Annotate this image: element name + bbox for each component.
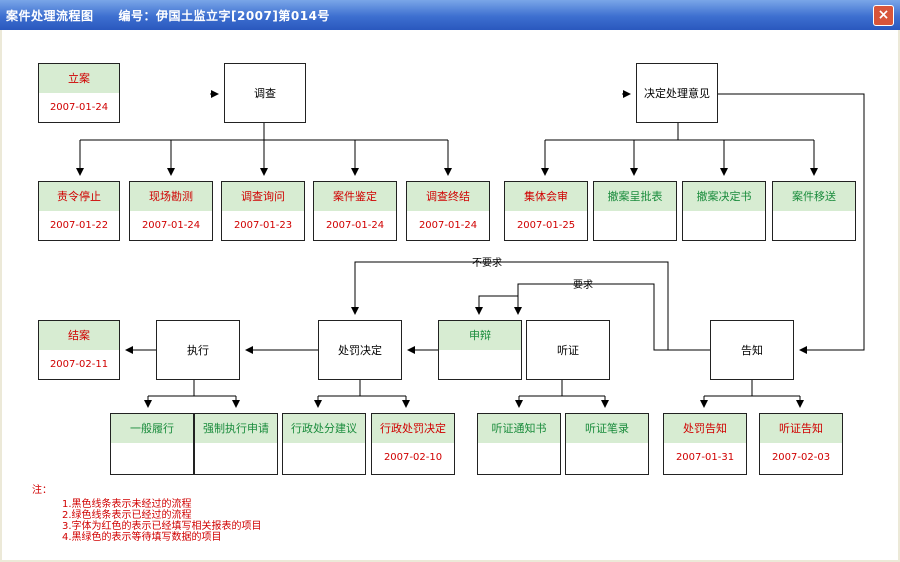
node-jiean[interactable]: 结案 2007-02-11 xyxy=(38,320,120,380)
node-tingzhenggaozhi[interactable]: 听证告知 2007-02-03 xyxy=(759,413,843,475)
window-title: 案件处理流程图 编号：伊国土监立字[2007]第014号 xyxy=(6,9,330,23)
node-juedingyijian[interactable]: 决定处理意见 xyxy=(636,63,718,123)
node-chufagaozhi-label: 处罚告知 xyxy=(664,414,746,443)
node-gaozhi-label: 告知 xyxy=(741,344,763,357)
node-tingzhengtongzhi-label: 听证通知书 xyxy=(478,414,560,443)
node-gaozhi[interactable]: 告知 xyxy=(710,320,794,380)
note-item: 4.黑绿色的表示等待填写数据的项目 xyxy=(62,532,222,543)
node-diaocha[interactable]: 调查 xyxy=(224,63,306,123)
node-xingzhengchufa[interactable]: 行政处罚决定 2007-02-10 xyxy=(371,413,455,475)
node-tingzheng[interactable]: 听证 xyxy=(526,320,610,380)
node-xianchang[interactable]: 现场勘测 2007-01-24 xyxy=(129,181,213,241)
node-chengpi[interactable]: 撤案呈批表 xyxy=(593,181,677,241)
node-tingzheng-label: 听证 xyxy=(557,344,579,357)
node-xingzhengjianyi[interactable]: 行政处分建议 xyxy=(282,413,366,475)
node-zhongjie[interactable]: 调查终结 2007-01-24 xyxy=(406,181,490,241)
close-button[interactable]: × xyxy=(873,5,894,26)
node-tingzhenggaozhi-date: 2007-02-03 xyxy=(771,452,831,463)
node-zhongjie-label: 调查终结 xyxy=(407,182,489,211)
node-xianchang-label: 现场勘测 xyxy=(130,182,212,211)
node-xunwen-date: 2007-01-23 xyxy=(233,220,293,231)
node-qiangzhi[interactable]: 强制执行申请 xyxy=(194,413,278,475)
node-chufagaozhi-date: 2007-01-31 xyxy=(675,452,735,463)
node-juedingyijian-label: 决定处理意见 xyxy=(644,87,710,100)
node-chufa[interactable]: 处罚决定 xyxy=(318,320,402,380)
note-item: 3.字体为红色的表示已经填写相关报表的项目 xyxy=(62,521,262,532)
edge-label-no-request: 不要求 xyxy=(472,258,502,269)
note-item: 2.绿色线条表示已经过的流程 xyxy=(62,510,192,521)
node-chean[interactable]: 撤案决定书 xyxy=(682,181,766,241)
node-tingzhengbilu-label: 听证笔录 xyxy=(566,414,648,443)
notes-title: 注： xyxy=(32,485,52,496)
flowchart-canvas: 立案 2007-01-24 调查 决定处理意见 责令停止 2007-01-22 … xyxy=(2,30,898,560)
node-qiangzhi-label: 强制执行申请 xyxy=(195,414,277,443)
node-xunwen[interactable]: 调查询问 2007-01-23 xyxy=(221,181,305,241)
title-bar: 案件处理流程图 编号：伊国土监立字[2007]第014号 × xyxy=(0,0,900,30)
node-shenbian[interactable]: 申辩 xyxy=(438,320,522,380)
node-xingzhengchufa-label: 行政处罚决定 xyxy=(372,414,454,443)
node-zeling-date: 2007-01-22 xyxy=(49,220,109,231)
node-yisong[interactable]: 案件移送 xyxy=(772,181,856,241)
node-tingzhengbilu[interactable]: 听证笔录 xyxy=(565,413,649,475)
edge-label-request: 要求 xyxy=(573,280,593,291)
node-chean-label: 撤案决定书 xyxy=(683,182,765,211)
node-huishen[interactable]: 集体会审 2007-01-25 xyxy=(504,181,588,241)
legend-notes: 注： 1.黑色线条表示未经过的流程 2.绿色线条表示已经过的流程 3.字体为红色… xyxy=(32,485,262,543)
node-jiean-date: 2007-02-11 xyxy=(49,359,109,370)
note-item: 1.黑色线条表示未经过的流程 xyxy=(62,499,192,510)
node-zhongjie-date: 2007-01-24 xyxy=(418,220,478,231)
edge-juedingyijian-gaozhi xyxy=(718,93,865,354)
node-zhixing[interactable]: 执行 xyxy=(156,320,240,380)
node-chufa-label: 处罚决定 xyxy=(338,344,382,357)
node-lian[interactable]: 立案 2007-01-24 xyxy=(38,63,120,123)
node-lian-label: 立案 xyxy=(39,64,119,93)
node-xunwen-label: 调查询问 xyxy=(222,182,304,211)
node-chengpi-label: 撤案呈批表 xyxy=(594,182,676,211)
node-xianchang-date: 2007-01-24 xyxy=(141,220,201,231)
node-yisong-label: 案件移送 xyxy=(773,182,855,211)
notes-list: 1.黑色线条表示未经过的流程 2.绿色线条表示已经过的流程 3.字体为红色的表示… xyxy=(32,499,262,543)
flowchart-connectors xyxy=(76,90,865,408)
node-jianding-label: 案件鉴定 xyxy=(314,182,396,211)
node-zeling-label: 责令停止 xyxy=(39,182,119,211)
node-tingzhengtongzhi[interactable]: 听证通知书 xyxy=(477,413,561,475)
node-zeling[interactable]: 责令停止 2007-01-22 xyxy=(38,181,120,241)
node-yiban[interactable]: 一般履行 xyxy=(110,413,194,475)
node-huishen-label: 集体会审 xyxy=(505,182,587,211)
node-jianding-date: 2007-01-24 xyxy=(325,220,385,231)
node-jianding[interactable]: 案件鉴定 2007-01-24 xyxy=(313,181,397,241)
node-jiean-label: 结案 xyxy=(39,321,119,350)
node-xingzhengchufa-date: 2007-02-10 xyxy=(383,452,443,463)
edge-gaozhi-request xyxy=(475,283,710,351)
node-zhixing-label: 执行 xyxy=(187,344,209,357)
node-huishen-date: 2007-01-25 xyxy=(516,220,576,231)
node-lian-date: 2007-01-24 xyxy=(49,102,109,113)
node-chufagaozhi[interactable]: 处罚告知 2007-01-31 xyxy=(663,413,747,475)
node-yiban-label: 一般履行 xyxy=(111,414,193,443)
node-shenbian-label: 申辩 xyxy=(439,321,521,350)
node-tingzhenggaozhi-label: 听证告知 xyxy=(760,414,842,443)
node-diaocha-label: 调查 xyxy=(254,87,276,100)
node-xingzhengjianyi-label: 行政处分建议 xyxy=(283,414,365,443)
